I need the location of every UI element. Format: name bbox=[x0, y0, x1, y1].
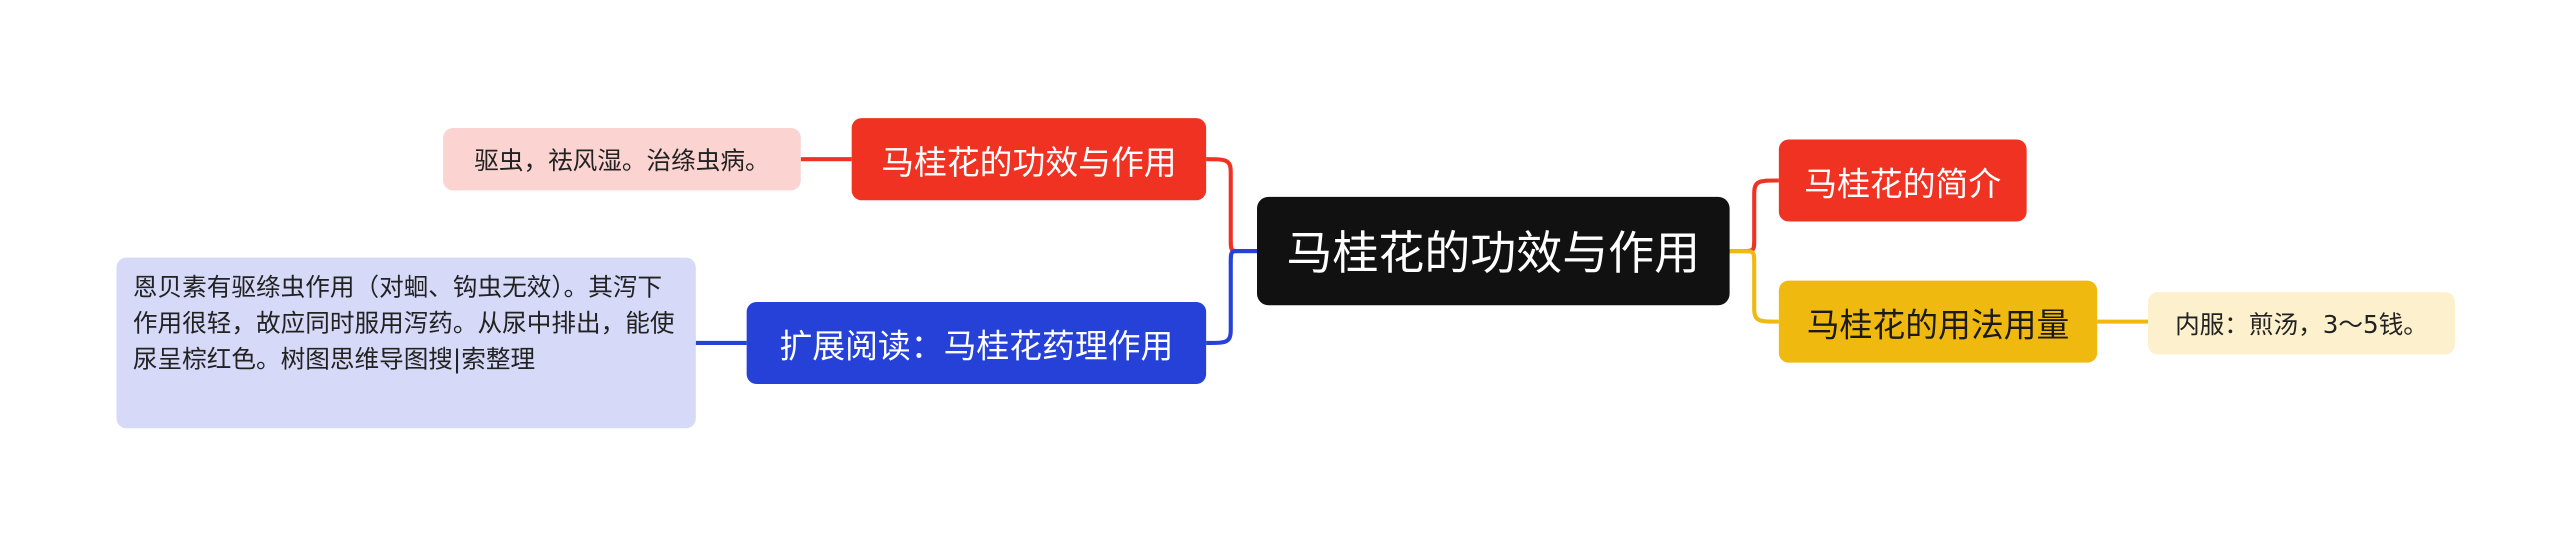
branch-node-pharmacology[interactable]: 扩展阅读：马桂花药理作用 bbox=[746, 301, 1207, 384]
leaf-node-pharmacology[interactable]: 恩贝素有驱绦虫作用（对蛔、钩虫无效）。其泻下作用很轻，故应同时服用泻药。从尿中排… bbox=[116, 257, 696, 429]
connector-root-left2 bbox=[1206, 249, 1258, 346]
branch-node-label: 马桂花的功效与作用 bbox=[881, 141, 1177, 182]
root-node-label: 马桂花的功效与作用 bbox=[1286, 226, 1701, 281]
branch-node-label: 马桂花的用法用量 bbox=[1806, 304, 2070, 344]
branch-node-label: 扩展阅读：马桂花药理作用 bbox=[779, 325, 1174, 366]
connector-root-left1 bbox=[1206, 157, 1258, 254]
connector-root-right2 bbox=[1729, 249, 1779, 324]
branch-node-efficacy[interactable]: 马桂花的功效与作用 bbox=[851, 118, 1207, 201]
connector-root-right1 bbox=[1729, 178, 1779, 254]
branch-node-introduction[interactable]: 马桂花的简介 bbox=[1778, 139, 2027, 222]
leaf-node-dosage[interactable]: 内服：煎汤，3～5钱。 bbox=[2148, 292, 2455, 355]
leaf-node-text: 恩贝素有驱绦虫作用（对蛔、钩虫无效）。其泻下作用很轻，故应同时服用泻药。从尿中排… bbox=[132, 272, 675, 375]
leaf-node-text: 内服：煎汤，3～5钱。 bbox=[2175, 309, 2428, 339]
branch-node-label: 马桂花的简介 bbox=[1804, 163, 2002, 203]
leaf-node-efficacy[interactable]: 驱虫，祛风湿。治绦虫病。 bbox=[443, 127, 801, 191]
leaf-node-text: 驱虫，祛风湿。治绦虫病。 bbox=[474, 145, 770, 175]
root-node[interactable]: 马桂花的功效与作用 bbox=[1257, 196, 1730, 306]
branch-node-dosage[interactable]: 马桂花的用法用量 bbox=[1778, 280, 2098, 363]
